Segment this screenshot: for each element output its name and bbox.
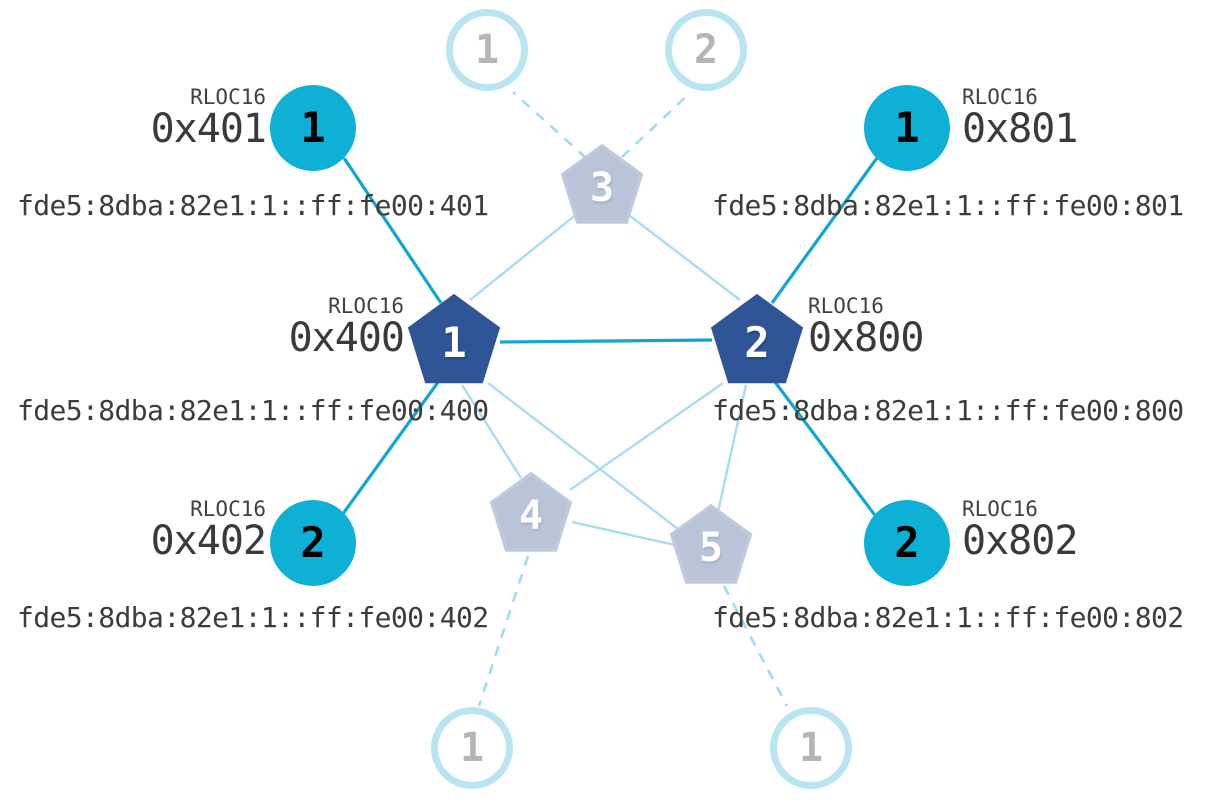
link-router4-endfaded-bottomleft	[477, 555, 530, 707]
node-badge: 2	[300, 518, 326, 567]
circle-outline	[665, 9, 747, 91]
end-device-faded-top-left[interactable]: 1	[446, 9, 528, 91]
end-device-0x801[interactable]: 1	[864, 85, 950, 171]
label-group-0x800: RLOC16 0x800	[808, 294, 924, 362]
rloc16-value: 0x401	[150, 106, 267, 153]
ipv6-address-0x401: fde5:8dba:82e1:1::ff:fe00:401	[17, 189, 489, 222]
link-router400-router5	[487, 382, 688, 537]
circle-fill	[864, 500, 950, 586]
router-0x800[interactable]: 2	[709, 292, 805, 388]
circle-outline	[446, 9, 528, 91]
link-end402-router400	[338, 377, 443, 519]
label-group-0x402: RLOC16 0x402	[150, 497, 267, 565]
link-router400-router4	[460, 384, 523, 479]
node-badge: 5	[698, 524, 724, 571]
rloc16-value: 0x402	[150, 518, 267, 565]
node-badge: 2	[744, 318, 770, 367]
ipv6-address-0x402: fde5:8dba:82e1:1::ff:fe00:402	[17, 601, 489, 634]
end-device-faded-bottom-right[interactable]: 1	[770, 707, 852, 789]
label-group-0x802: RLOC16 0x802	[962, 497, 1078, 565]
node-badge: 1	[474, 27, 500, 73]
circle-fill	[270, 85, 356, 171]
node-badge: 3	[589, 164, 615, 211]
rloc16-value: 0x800	[808, 315, 924, 362]
label-group-0x401: RLOC16 0x401	[150, 85, 267, 153]
link-router400-router800	[499, 338, 713, 344]
router-0x400[interactable]: 1	[406, 292, 502, 388]
circle-fill	[864, 85, 950, 171]
link-end801-router800	[770, 157, 879, 304]
rloc16-caption: RLOC16	[962, 85, 1038, 109]
node-badge: 1	[300, 103, 326, 152]
end-device-0x402[interactable]: 2	[270, 500, 356, 586]
ipv6-address-0x802: fde5:8dba:82e1:1::ff:fe00:802	[712, 601, 1184, 634]
router-faded-4[interactable]: 4	[488, 470, 574, 556]
rloc16-caption: RLOC16	[328, 294, 404, 318]
end-device-faded-top-right[interactable]: 2	[665, 9, 747, 91]
link-router3-router800	[620, 208, 741, 301]
rloc16-value: 0x802	[962, 518, 1078, 565]
link-router3-router400	[469, 208, 584, 301]
rloc16-caption: RLOC16	[962, 497, 1038, 521]
rloc16-value: 0x801	[962, 106, 1078, 153]
rloc16-caption: RLOC16	[808, 294, 884, 318]
end-device-0x401[interactable]: 1	[270, 85, 356, 171]
link-end401-router400	[342, 157, 443, 304]
ipv6-address-0x801: fde5:8dba:82e1:1::ff:fe00:801	[712, 189, 1184, 222]
node-badge: 2	[693, 27, 719, 73]
ipv6-address-0x800: fde5:8dba:82e1:1::ff:fe00:800	[712, 394, 1184, 427]
end-device-0x802[interactable]: 2	[864, 500, 950, 586]
link-end802-router800	[770, 377, 879, 519]
rloc16-value: 0x400	[288, 315, 405, 362]
link-router800-router4	[569, 382, 724, 491]
circle-outline	[431, 707, 513, 789]
rloc16-caption: RLOC16	[190, 497, 266, 521]
router-faded-3[interactable]: 3	[559, 142, 645, 228]
node-badge: 1	[459, 725, 485, 771]
node-badge: 1	[441, 318, 467, 367]
link-router3-endfaded-topright	[621, 91, 692, 158]
label-group-0x801: RLOC16 0x801	[962, 85, 1078, 153]
node-badge: 1	[894, 103, 920, 152]
rloc16-caption: RLOC16	[190, 85, 266, 109]
link-router800-router5	[716, 384, 748, 513]
link-router5-endfaded-bottomright	[722, 585, 789, 707]
end-device-faded-bottom-left[interactable]: 1	[431, 707, 513, 789]
link-router4-router5	[571, 520, 676, 547]
circle-outline	[770, 707, 852, 789]
ipv6-address-0x400: fde5:8dba:82e1:1::ff:fe00:400	[17, 394, 489, 427]
link-router3-endfaded-topleft	[512, 91, 587, 159]
node-badge: 1	[798, 725, 824, 771]
label-group-0x400: RLOC16 0x400	[288, 294, 405, 362]
router-faded-5[interactable]: 5	[668, 502, 754, 588]
node-badge: 4	[518, 492, 544, 539]
circle-fill	[270, 500, 356, 586]
node-badge: 2	[894, 518, 920, 567]
